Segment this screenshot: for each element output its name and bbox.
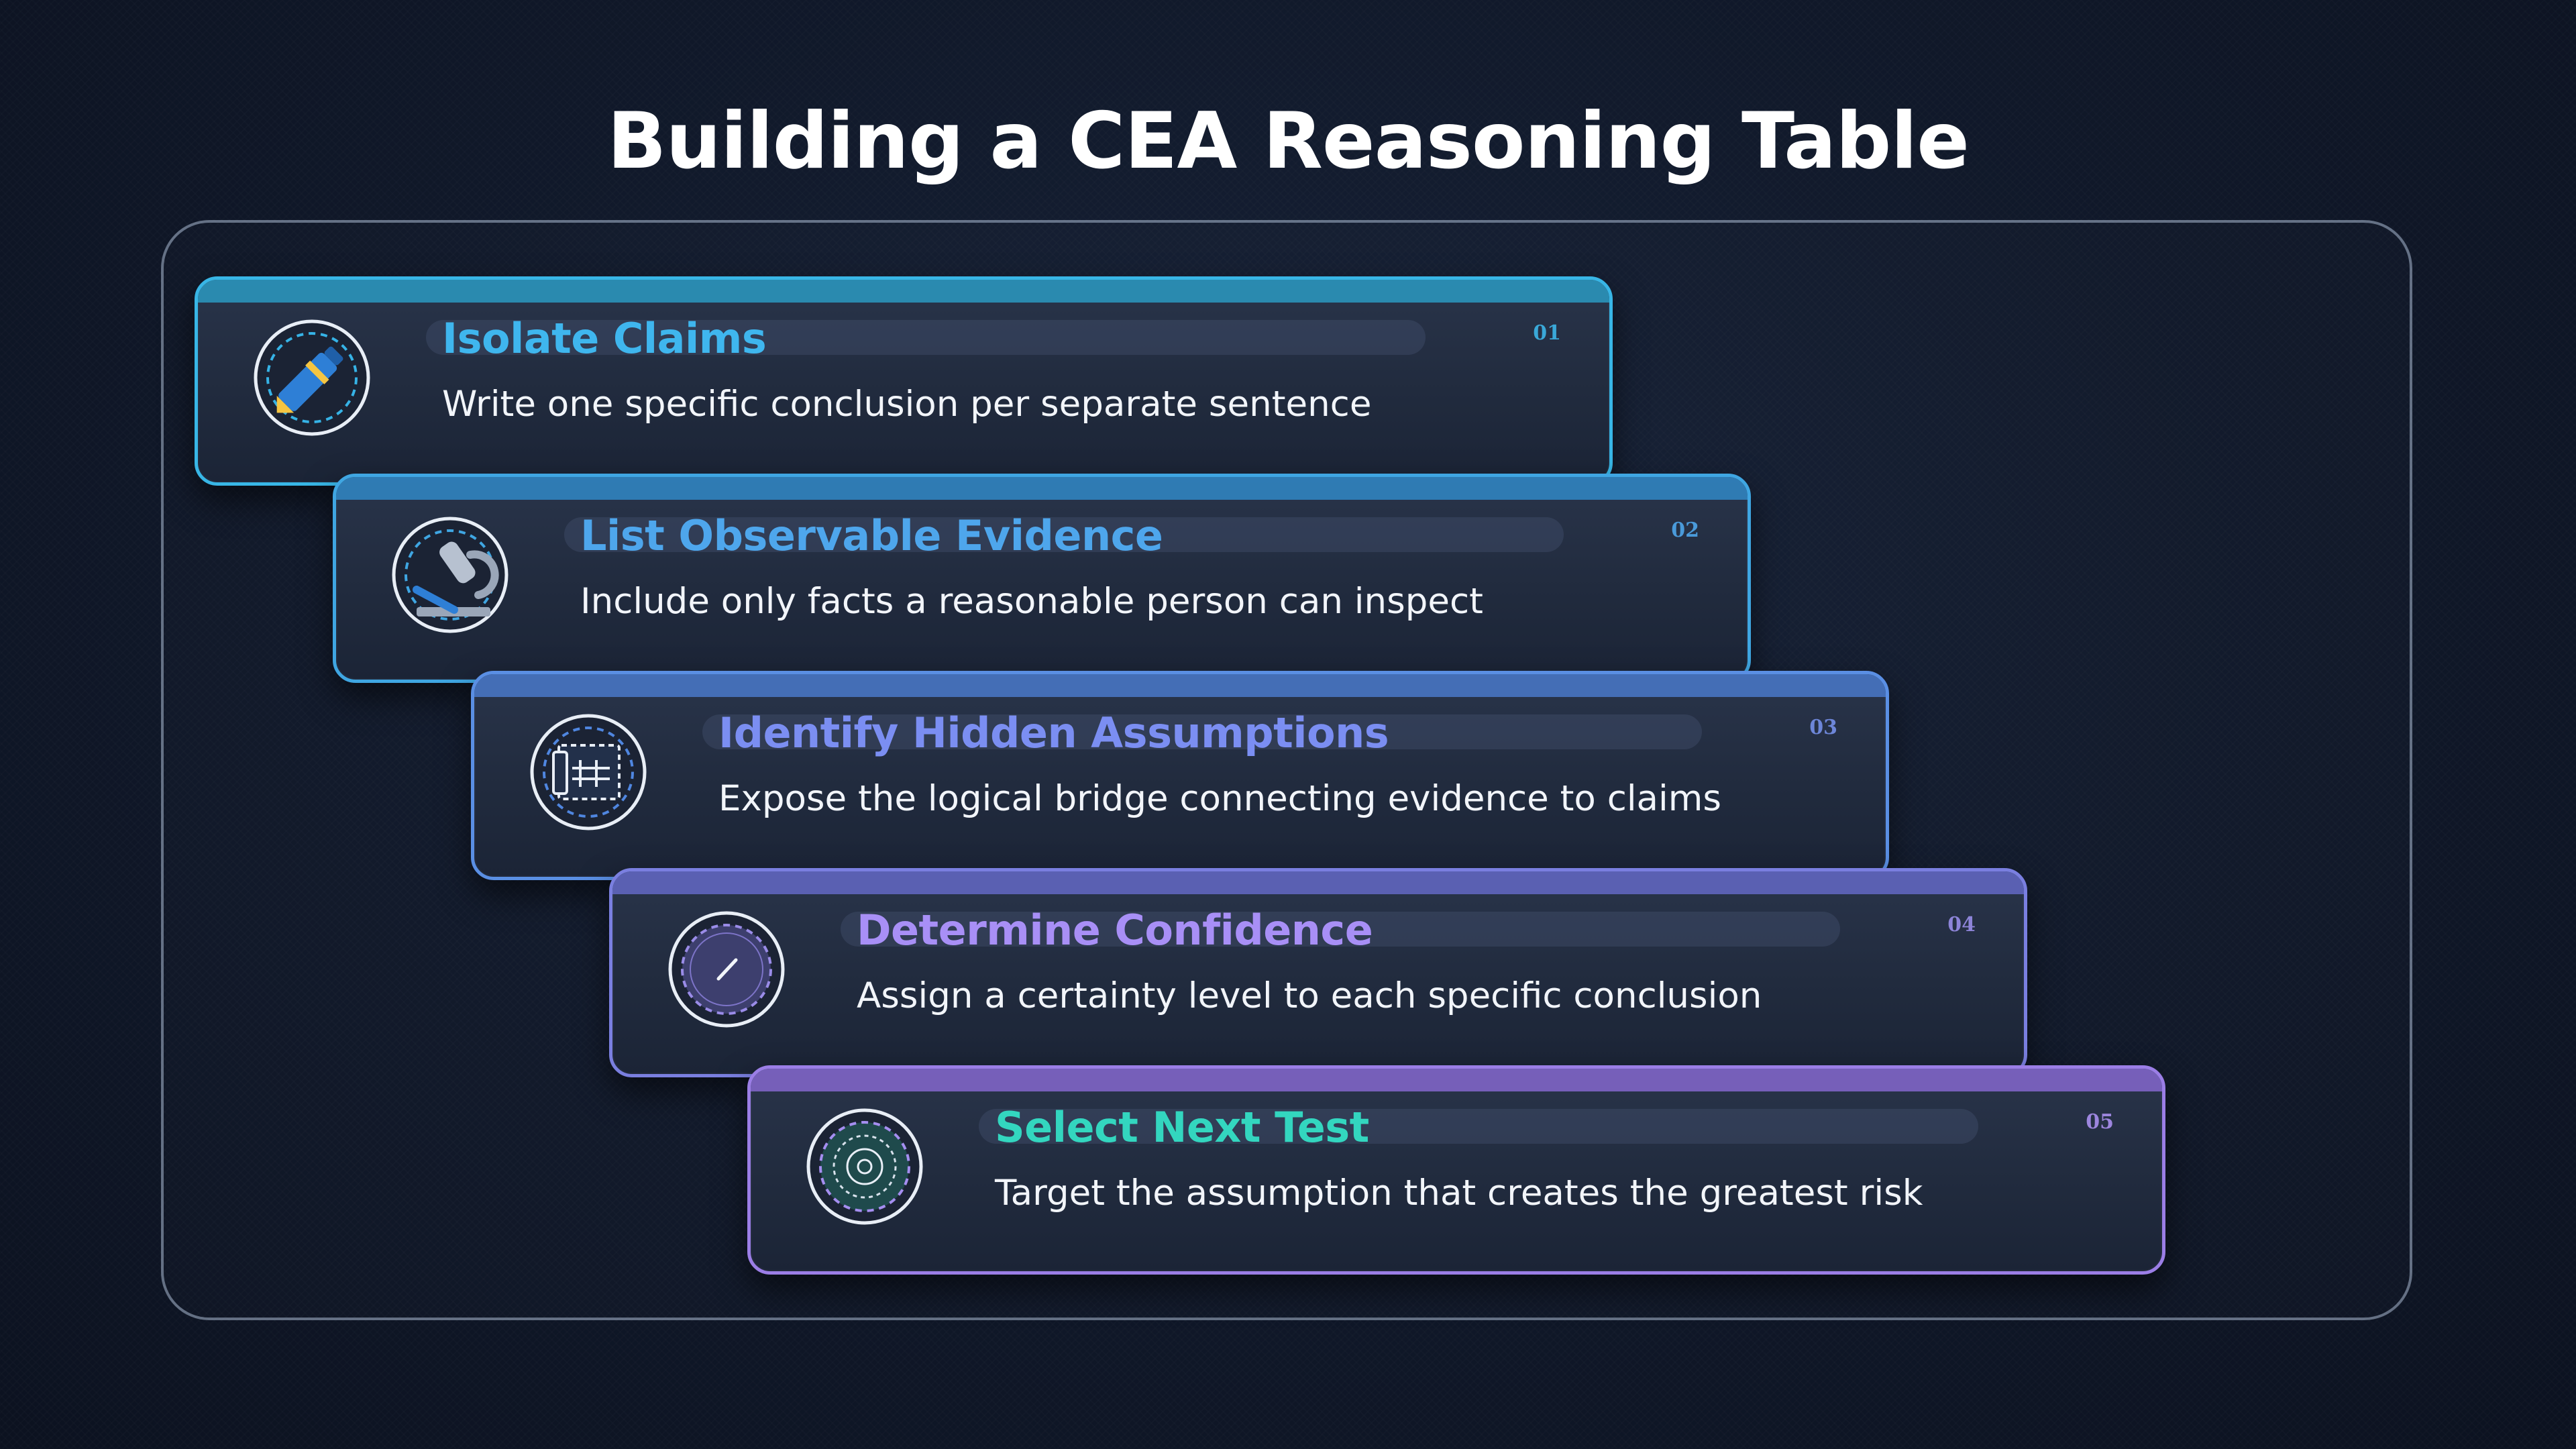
target-icon bbox=[804, 1106, 925, 1227]
step-card-select-next-test: Select Next Test Target the assumption t… bbox=[747, 1065, 2165, 1275]
step-number: 04 bbox=[1947, 913, 1976, 936]
card-top-bar bbox=[336, 477, 1748, 500]
card-top-bar bbox=[751, 1069, 2162, 1091]
gauge-icon bbox=[666, 909, 787, 1030]
diagram-frame bbox=[161, 220, 2412, 1320]
step-card-list-observable-evidence: List Observable Evidence Include only fa… bbox=[333, 474, 1751, 683]
heading-highlight bbox=[841, 912, 1840, 947]
step-description: Write one specific conclusion per separa… bbox=[442, 384, 1372, 425]
step-number: 01 bbox=[1533, 321, 1561, 345]
step-card-identify-hidden-assumptions: Identify Hidden Assumptions Expose the l… bbox=[471, 671, 1889, 880]
step-heading: Identify Hidden Assumptions bbox=[718, 708, 1389, 757]
card-top-bar bbox=[474, 674, 1886, 697]
blueprint-icon bbox=[528, 712, 649, 833]
step-number: 03 bbox=[1809, 716, 1837, 739]
heading-highlight bbox=[979, 1109, 1978, 1144]
step-description: Include only facts a reasonable person c… bbox=[580, 581, 1483, 622]
step-description: Expose the logical bridge connecting evi… bbox=[718, 778, 1721, 819]
step-card-isolate-claims: Isolate Claims Write one specific conclu… bbox=[195, 276, 1613, 486]
heading-highlight bbox=[564, 517, 1564, 552]
card-top-bar bbox=[198, 280, 1609, 303]
step-heading: Select Next Test bbox=[995, 1103, 1369, 1152]
step-description: Target the assumption that creates the g… bbox=[995, 1173, 1923, 1214]
heading-highlight bbox=[702, 714, 1702, 749]
step-description: Assign a certainty level to each specifi… bbox=[857, 975, 1762, 1016]
page-title: Building a CEA Reasoning Table bbox=[607, 96, 1970, 186]
microscope-icon bbox=[390, 515, 511, 635]
step-heading: List Observable Evidence bbox=[580, 511, 1163, 560]
heading-highlight bbox=[426, 320, 1426, 355]
step-number: 02 bbox=[1671, 519, 1699, 542]
card-top-bar bbox=[612, 871, 2024, 894]
step-card-determine-confidence: Determine Confidence Assign a certainty … bbox=[609, 868, 2027, 1077]
step-number: 05 bbox=[2086, 1110, 2114, 1134]
step-heading: Isolate Claims bbox=[442, 314, 767, 363]
step-heading: Determine Confidence bbox=[857, 906, 1373, 955]
pen-icon bbox=[252, 317, 372, 438]
